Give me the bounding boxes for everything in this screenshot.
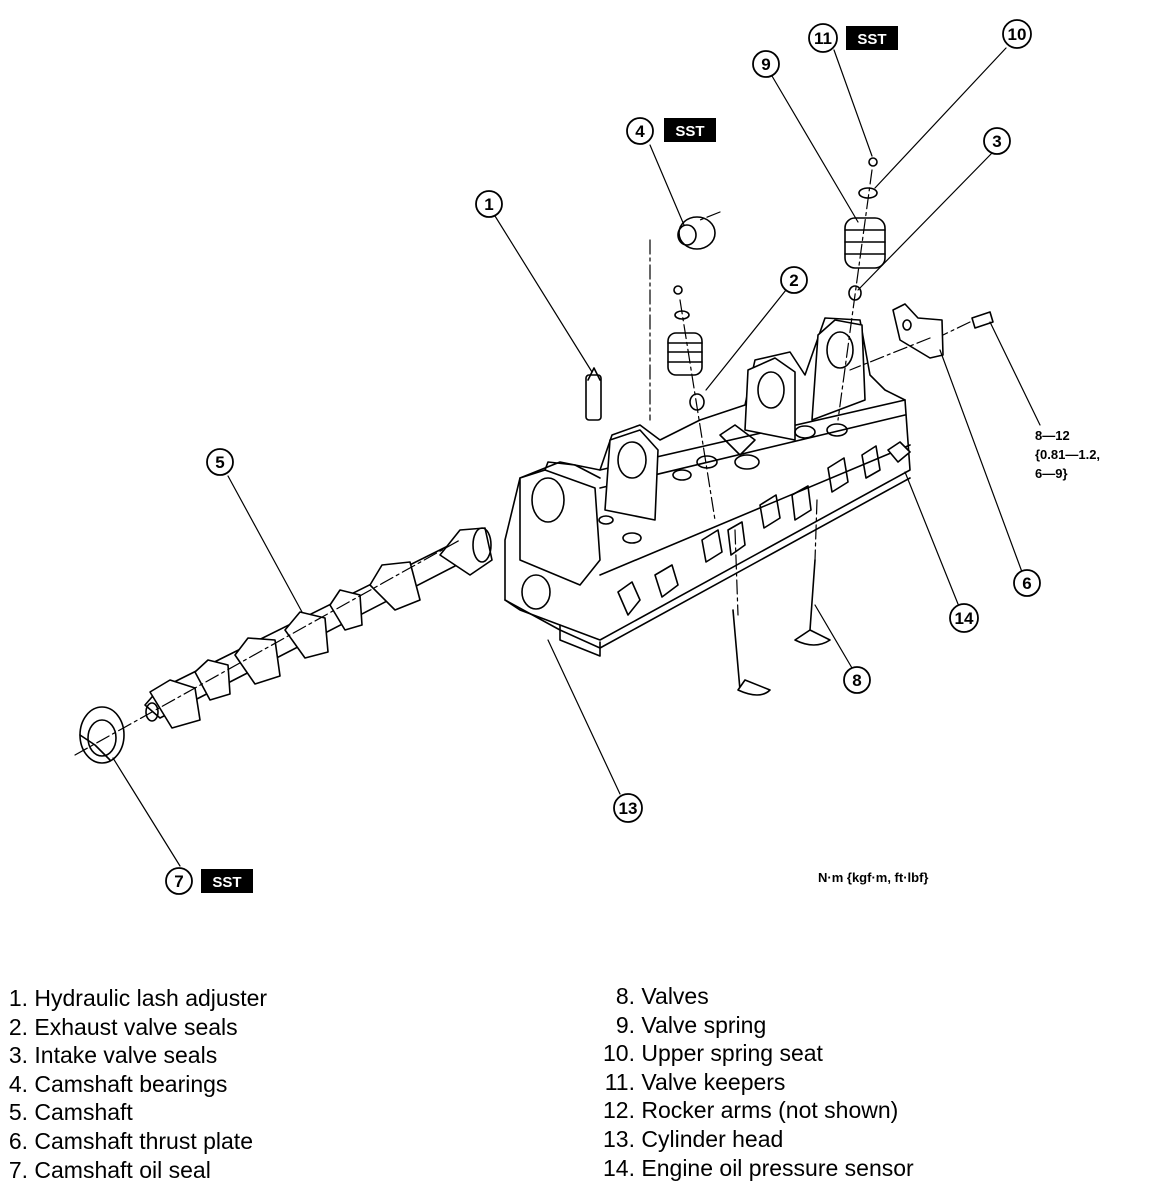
legend-item: 8. Valves — [615, 983, 709, 1009]
legend-item: 2. Exhaust valve seals — [8, 1013, 238, 1040]
svg-text:{0.81—1.2,: {0.81—1.2, — [1035, 447, 1100, 462]
legend-item: 5. Camshaft — [8, 1099, 133, 1126]
legend-item: 7. Camshaft oil seal — [8, 1156, 211, 1183]
callout-11: 11 — [808, 23, 838, 53]
sst-badge-4: SST — [664, 118, 716, 142]
callout-9: 9 — [752, 50, 780, 78]
units-label: N·m {kgf·m, ft·lbf} — [818, 870, 929, 885]
svg-text:4: 4 — [635, 122, 645, 141]
svg-text:10: 10 — [1008, 25, 1027, 44]
svg-text:6—9}: 6—9} — [1035, 466, 1068, 481]
svg-text:13: 13 — [619, 799, 638, 818]
legend-item: 11. Valve keepers — [604, 1068, 786, 1095]
callout-1: 1 — [475, 190, 503, 218]
legend-item: 6. Camshaft thrust plate — [8, 1127, 253, 1154]
callout-14: 14 — [949, 603, 979, 633]
legend-item: 10. Upper spring seat — [603, 1040, 823, 1067]
callout-10: 10 — [1002, 19, 1032, 49]
sst-badge-11: SST — [846, 26, 898, 50]
cylinder-head-drawing — [504, 317, 911, 657]
torque-spec: 8—12 {0.81—1.2, 6—9} — [1035, 428, 1100, 481]
legend-item: 12. Rocker arms (not shown) — [603, 1097, 899, 1124]
callout-8: 8 — [843, 666, 871, 694]
svg-text:6: 6 — [1022, 574, 1031, 593]
legend-right: 8. Valves 9. Valve spring 10. Upper spri… — [598, 982, 914, 1182]
valve-train-drawing — [585, 157, 886, 696]
svg-text:9: 9 — [761, 55, 770, 74]
thrust-plate-drawing — [892, 303, 994, 359]
svg-text:11: 11 — [814, 29, 832, 48]
svg-text:8—12: 8—12 — [1035, 428, 1070, 443]
callout-13: 13 — [613, 793, 643, 823]
callout-2: 2 — [780, 266, 808, 294]
legend-item: 9. Valve spring — [615, 1011, 767, 1038]
svg-text:3: 3 — [992, 132, 1001, 151]
camshaft-oil-seal-drawing — [79, 706, 125, 764]
svg-text:2: 2 — [789, 271, 798, 290]
svg-text:SST: SST — [857, 31, 886, 48]
legend-item: 13. Cylinder head — [603, 1125, 784, 1152]
centerlines — [74, 169, 971, 756]
svg-text:SST: SST — [212, 874, 241, 891]
svg-text:1: 1 — [484, 195, 493, 214]
camshaft-drawing — [144, 527, 493, 729]
svg-text:14: 14 — [955, 609, 974, 628]
callout-7: 7 — [165, 867, 193, 895]
sst-badge-7: SST — [201, 869, 253, 893]
camshaft-bearing-drawing — [677, 216, 716, 250]
legend-item: 4. Camshaft bearings — [8, 1070, 228, 1097]
callout-3: 3 — [983, 127, 1011, 155]
callout-5: 5 — [206, 448, 234, 476]
legend-left: 1. Hydraulic lash adjuster 2. Exhaust va… — [6, 984, 267, 1184]
svg-text:7: 7 — [174, 872, 183, 891]
callout-4: 4 — [626, 117, 654, 145]
svg-text:5: 5 — [215, 453, 224, 472]
leader-lines — [112, 47, 1041, 867]
legend-item: 3. Intake valve seals — [8, 1042, 218, 1069]
svg-text:SST: SST — [675, 123, 704, 140]
exploded-view-diagram: 1 2 3 4 5 6 7 8 9 10 11 13 — [74, 19, 1100, 895]
svg-text:8: 8 — [852, 671, 861, 690]
legend-item: 14. Engine oil pressure sensor — [603, 1154, 914, 1181]
legend-item: 1. Hydraulic lash adjuster — [8, 985, 268, 1011]
callout-6: 6 — [1013, 569, 1041, 597]
